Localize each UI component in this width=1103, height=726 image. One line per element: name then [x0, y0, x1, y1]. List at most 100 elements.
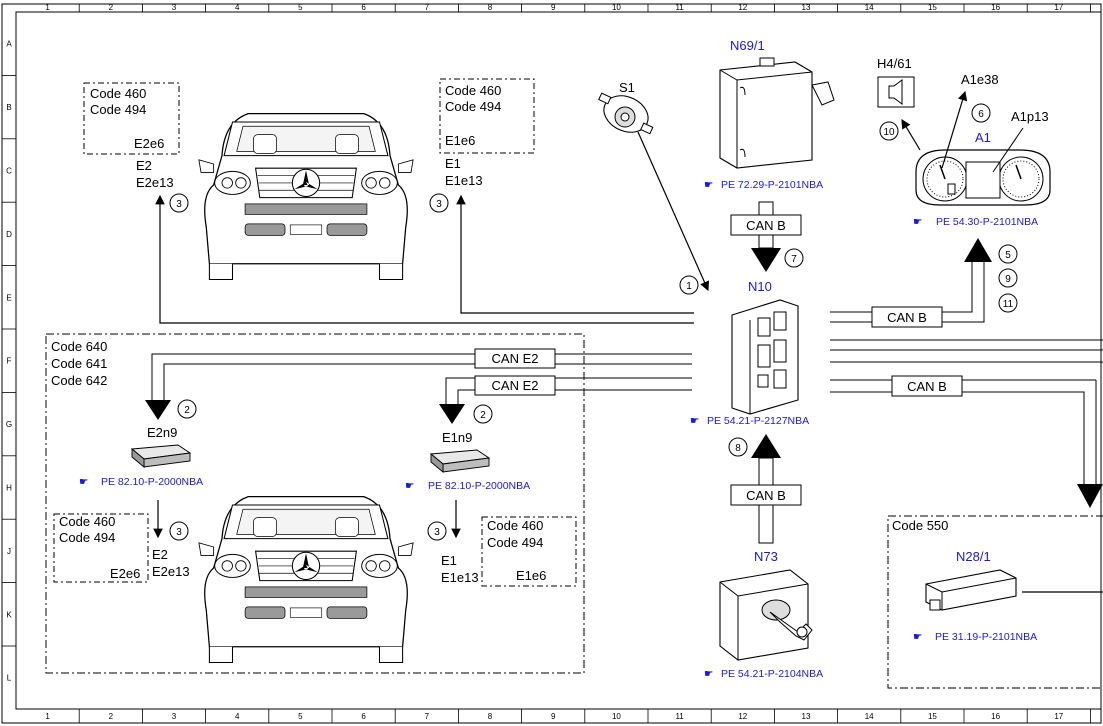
- grid-column-label: 10: [612, 3, 621, 12]
- code-label: Code 640: [51, 339, 107, 354]
- signal-line-a1e38: [941, 90, 968, 169]
- svg-text:PE 54.21-P-2127NBA: PE 54.21-P-2127NBA: [707, 415, 809, 427]
- can-e2-left: CAN E2: [145, 348, 692, 420]
- svg-text:PE 82.10-P-2000NBA: PE 82.10-P-2000NBA: [101, 476, 203, 488]
- svg-text:CAN B: CAN B: [907, 379, 947, 394]
- grid-column-label: 8: [488, 3, 493, 12]
- component-label-blue: N10: [748, 279, 772, 294]
- component-label-blue: A1: [975, 130, 991, 145]
- vehicle-front-bottom: [198, 495, 414, 664]
- svg-text:PE 54.30-P-2101NBA: PE 54.30-P-2101NBA: [936, 216, 1038, 228]
- grid-column-label: 16: [991, 712, 1000, 721]
- svg-text:PE 82.10-P-2000NBA: PE 82.10-P-2000NBA: [428, 480, 530, 492]
- can-e2-right: CAN E2: [439, 375, 692, 424]
- n69-1-module: [719, 57, 835, 169]
- code-label: Code 642: [51, 373, 107, 388]
- code-label: Code 460: [445, 83, 501, 98]
- grid-column-label: 2: [109, 712, 114, 721]
- svg-text:2: 2: [480, 410, 486, 421]
- svg-text:3: 3: [176, 527, 182, 538]
- callout-3: 3: [427, 521, 447, 541]
- grid-column-label: 10: [612, 712, 621, 721]
- code-label: Code 460: [487, 518, 543, 533]
- component-label: H4/61: [877, 56, 912, 71]
- grid-column-label: 8: [488, 712, 493, 721]
- grid-column-label: 7: [425, 3, 430, 12]
- svg-text:PE 54.21-P-2104NBA: PE 54.21-P-2104NBA: [721, 668, 823, 680]
- grid-row-label: G: [6, 420, 12, 429]
- lamp-label: E2: [152, 547, 168, 562]
- grid-row-label: A: [6, 40, 12, 49]
- can-bus-top: CAN B: [730, 201, 802, 272]
- callout-9: 9: [998, 268, 1018, 288]
- svg-text:☛: ☛: [405, 480, 414, 492]
- ref-a1: ☛ PE 54.30-P-2101NBA: [913, 216, 1038, 228]
- svg-text:10: 10: [883, 127, 895, 138]
- grid-row-label: H: [6, 484, 12, 493]
- code-label: Code 550: [892, 518, 948, 533]
- code-box-bottom-right: Code 460 Code 494 E1e6: [481, 516, 577, 587]
- component-label: E2n9: [147, 425, 177, 440]
- grid-row-label: D: [6, 230, 12, 239]
- ref-e2n9: ☛ PE 82.10-P-2000NBA: [79, 476, 203, 488]
- svg-text:CAN B: CAN B: [746, 218, 786, 233]
- grid-column-label: 9: [551, 3, 556, 12]
- grid-column-label: 3: [172, 712, 177, 721]
- svg-text:7: 7: [791, 254, 797, 265]
- grid-column-label: 14: [865, 712, 874, 721]
- signal-line-h4-61: [901, 118, 921, 151]
- vehicle-front-top: [198, 112, 414, 281]
- svg-text:PE 31.19-P-2101NBA: PE 31.19-P-2101NBA: [935, 631, 1037, 643]
- svg-text:CAN E2: CAN E2: [492, 378, 539, 393]
- svg-text:CAN B: CAN B: [887, 310, 927, 325]
- lamp-label: E2: [136, 158, 152, 173]
- grid-row-label: F: [7, 357, 12, 366]
- callout-3: 3: [169, 193, 189, 213]
- h4-61-speaker: [877, 76, 915, 108]
- can-bus-right-a1: CAN B: [830, 238, 992, 328]
- callout-3: 3: [429, 193, 449, 213]
- grid-row-label: C: [6, 167, 12, 176]
- code-box-top-right: Code 460 Code 494 E1e6: [439, 78, 535, 154]
- leader-a1p13: [992, 127, 1024, 173]
- svg-text:CAN E2: CAN E2: [492, 351, 539, 366]
- grid-column-label: 1: [45, 3, 50, 12]
- ref-n73: ☛ PE 54.21-P-2104NBA: [704, 668, 823, 680]
- svg-text:PE 72.29-P-2101NBA: PE 72.29-P-2101NBA: [721, 179, 823, 191]
- can-bus-bottom: CAN B: [730, 434, 802, 544]
- lamp-label: E1: [445, 156, 461, 171]
- lamp-label: E1e6: [445, 133, 475, 148]
- ref-n28-1: ☛ PE 31.19-P-2101NBA: [913, 631, 1037, 643]
- grid-column-label: 3: [172, 3, 177, 12]
- grid-column-label: 2: [109, 3, 114, 12]
- svg-text:CAN B: CAN B: [746, 488, 786, 503]
- ref-n10: ☛ PE 54.21-P-2127NBA: [690, 415, 809, 427]
- grid-column-label: 1: [45, 712, 50, 721]
- lamp-label: E1e13: [441, 570, 479, 585]
- callout-10: 10: [879, 121, 899, 141]
- grid-column-label: 4: [235, 3, 240, 12]
- ref-n69-1: ☛ PE 72.29-P-2101NBA: [704, 179, 823, 191]
- grid-column-label: 16: [991, 3, 1000, 12]
- grid-column-label: 6: [361, 3, 366, 12]
- grid-column-label: 5: [298, 712, 303, 721]
- svg-text:☛: ☛: [704, 179, 713, 191]
- svg-text:5: 5: [1005, 250, 1011, 261]
- component-label: A1p13: [1011, 109, 1049, 124]
- n28-1-module: [925, 569, 1017, 611]
- grid-column-label: 12: [738, 3, 747, 12]
- callout-5: 5: [998, 244, 1018, 264]
- code-box-bottom-left: Code 460 Code 494 E2e6: [53, 513, 149, 583]
- callout-3: 3: [169, 521, 189, 541]
- grid-column-label: 17: [1054, 712, 1063, 721]
- code-label: Code 460: [90, 86, 146, 101]
- svg-text:☛: ☛: [704, 668, 713, 680]
- grid-column-label: 12: [738, 712, 747, 721]
- callout-11: 11: [998, 293, 1018, 313]
- svg-text:11: 11: [1003, 299, 1014, 310]
- grid-column-label: 5: [298, 3, 303, 12]
- bus-lines-right: [830, 339, 1103, 363]
- component-label-blue: N73: [754, 549, 778, 564]
- lamp-label: E1e13: [445, 173, 483, 188]
- grid-labels: 1122334455667788991010111112121313141415…: [6, 3, 1064, 721]
